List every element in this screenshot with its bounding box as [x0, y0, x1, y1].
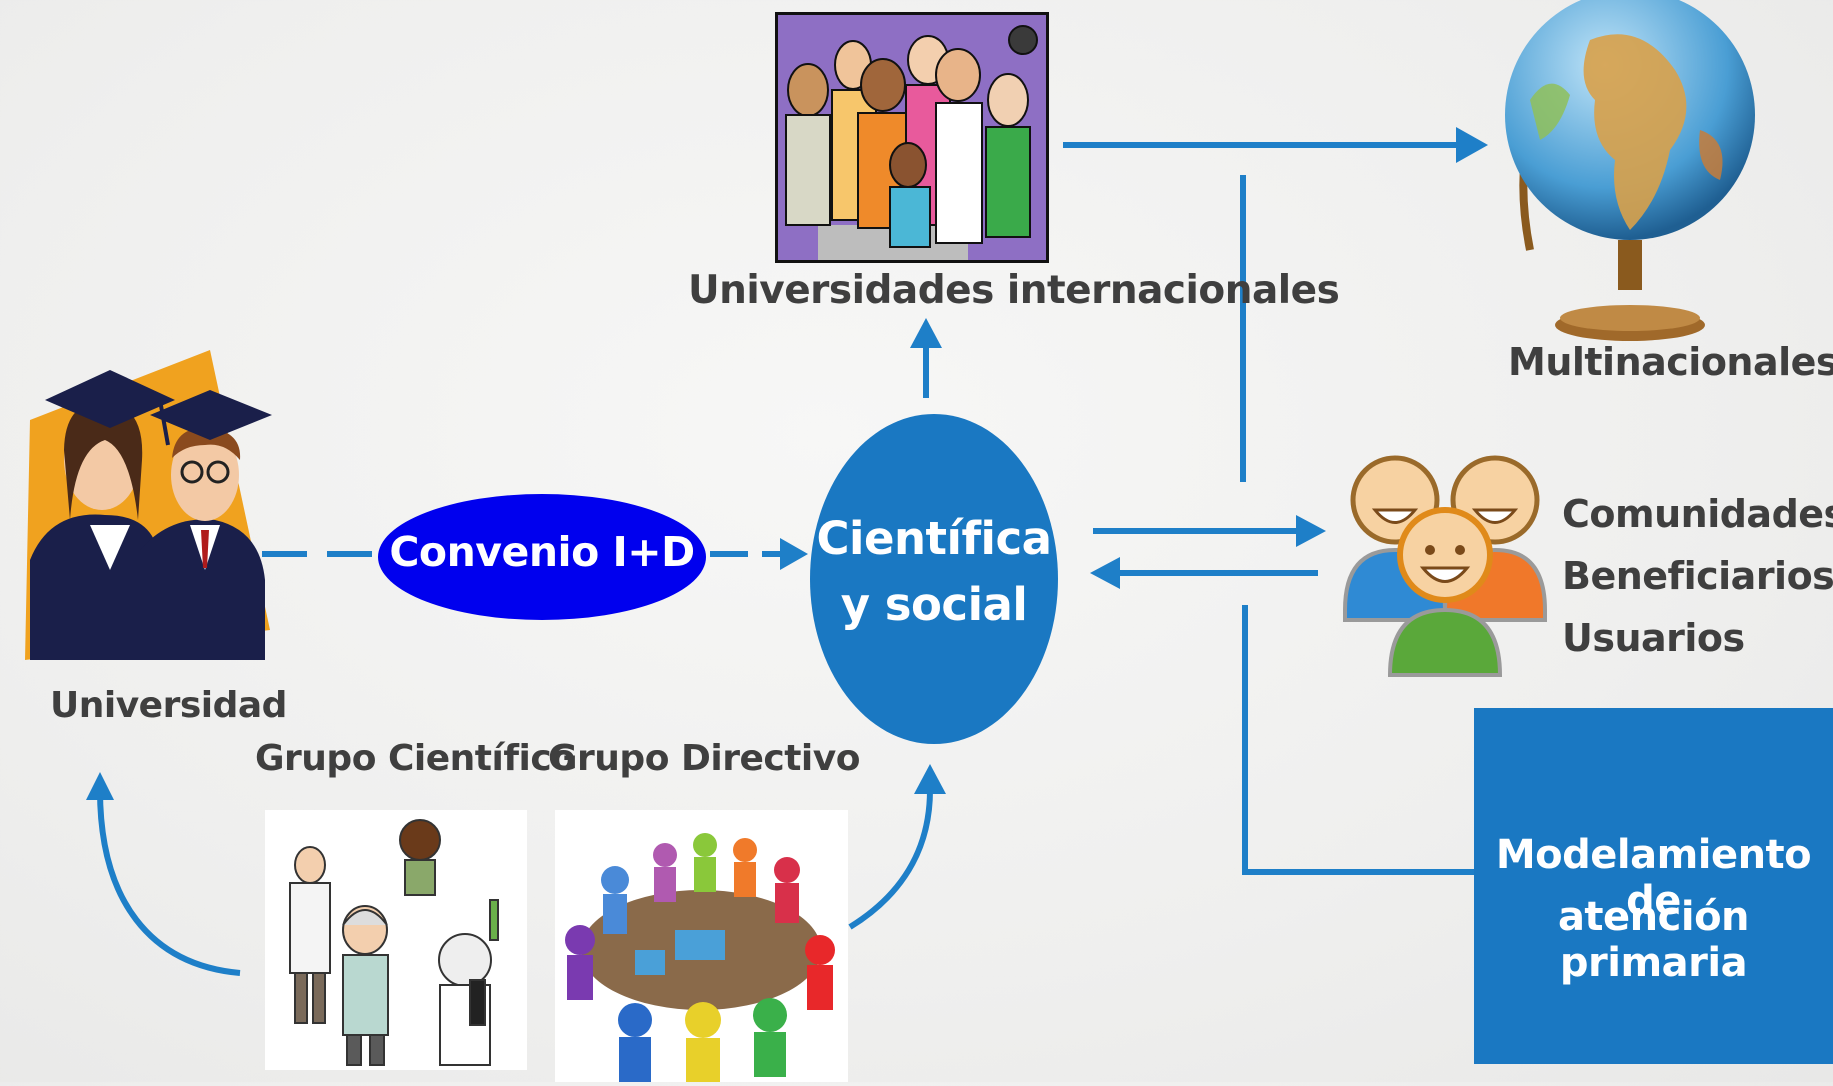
graduates-illustration	[10, 330, 280, 660]
arrowhead-right-multinacionales	[1456, 127, 1488, 163]
scientists-illustration	[265, 810, 527, 1070]
smiling-people-icon	[1335, 430, 1550, 685]
usuarios-label: Usuarios	[1562, 616, 1745, 660]
arrowhead-up-universidad	[86, 772, 114, 800]
diverse-people-illustration	[775, 12, 1049, 263]
modelamiento-box	[1474, 708, 1833, 1064]
arrowhead-convenio-central	[780, 538, 808, 570]
grupo-directivo-label: Grupo Directivo	[548, 738, 860, 779]
arrowhead-right-comunidades	[1296, 515, 1326, 547]
universidad-label: Universidad	[50, 685, 287, 726]
arrowhead-up-univ-int	[910, 318, 942, 348]
curved-arrow-central	[848, 789, 933, 930]
globe-illustration	[1500, 0, 1770, 345]
univ-internacionales-label: Universidades internacionales	[688, 268, 1340, 313]
arrowhead-up-central	[914, 764, 946, 794]
multinacionales-label: Multinacionales	[1508, 340, 1833, 384]
curved-arrow-universidad	[97, 789, 241, 976]
comunidades-label: Comunidades	[1562, 492, 1833, 536]
central-circle	[810, 414, 1058, 744]
line-to-modelamiento	[1242, 605, 1474, 875]
central-label-line1: Científica	[816, 512, 1053, 565]
grupo-cientifico-label: Grupo Científico	[255, 738, 576, 779]
central-label-line2: y social	[840, 578, 1028, 631]
round-table-meeting-illustration	[555, 810, 848, 1082]
beneficiarios-label: Beneficiarios	[1562, 554, 1833, 598]
convenio-ellipse	[378, 494, 706, 620]
arrowhead-left-central	[1090, 557, 1120, 589]
modelamiento-label-line2: atención primaria	[1557, 894, 1750, 986]
modelamiento-label-line1: Modelamiento de	[1495, 832, 1812, 924]
convenio-label: Convenio I+D	[389, 528, 695, 576]
